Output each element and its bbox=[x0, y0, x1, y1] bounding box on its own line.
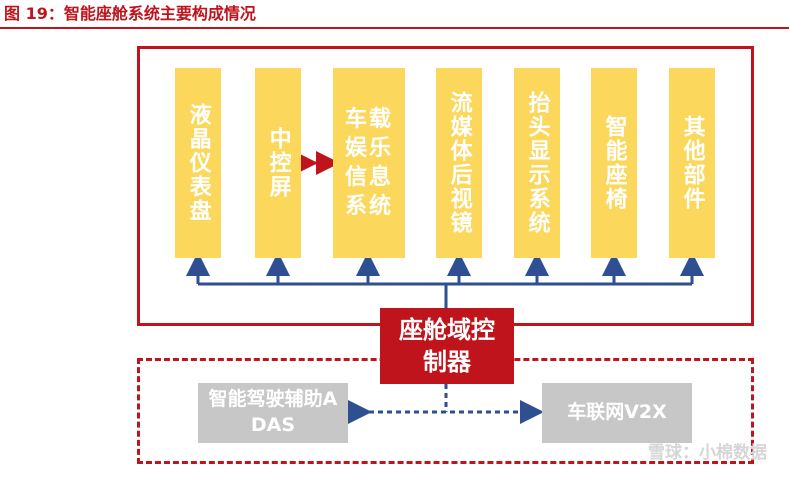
module-label: 车载娱乐信息系统 bbox=[344, 106, 393, 220]
controller-label: 座舱域控制器 bbox=[399, 315, 495, 376]
module-infotainment: 车载娱乐信息系统 bbox=[333, 68, 405, 258]
module-label: 流媒体后视镜 bbox=[446, 91, 472, 235]
title-underline bbox=[0, 27, 789, 29]
module-label: 液晶仪表盘 bbox=[185, 103, 211, 223]
module-streaming-mirror: 流媒体后视镜 bbox=[436, 68, 482, 258]
module-smart-seat: 智能座椅 bbox=[591, 68, 637, 258]
module-label: 其他部件 bbox=[679, 115, 705, 211]
module-label: 抬头显示系统 bbox=[524, 91, 550, 235]
module-label: 中控屏 bbox=[265, 127, 291, 199]
module-label: 智能座椅 bbox=[601, 115, 627, 211]
cockpit-domain-controller: 座舱域控制器 bbox=[380, 308, 514, 384]
module-hud: 抬头显示系统 bbox=[514, 68, 560, 258]
v2x-box: 车联网V2X bbox=[542, 383, 692, 443]
v2x-label: 车联网V2X bbox=[567, 401, 667, 424]
module-center-screen: 中控屏 bbox=[255, 68, 301, 258]
module-instrument-cluster: 液晶仪表盘 bbox=[175, 68, 221, 258]
figure-title: 图 19：智能座舱系统主要构成情况 bbox=[4, 4, 256, 23]
module-other-parts: 其他部件 bbox=[669, 68, 715, 258]
watermark: 雪球：小棉数据 bbox=[648, 443, 767, 463]
adas-box: 智能驾驶辅助ADAS bbox=[198, 383, 348, 443]
adas-label: 智能驾驶辅助ADAS bbox=[208, 388, 338, 436]
